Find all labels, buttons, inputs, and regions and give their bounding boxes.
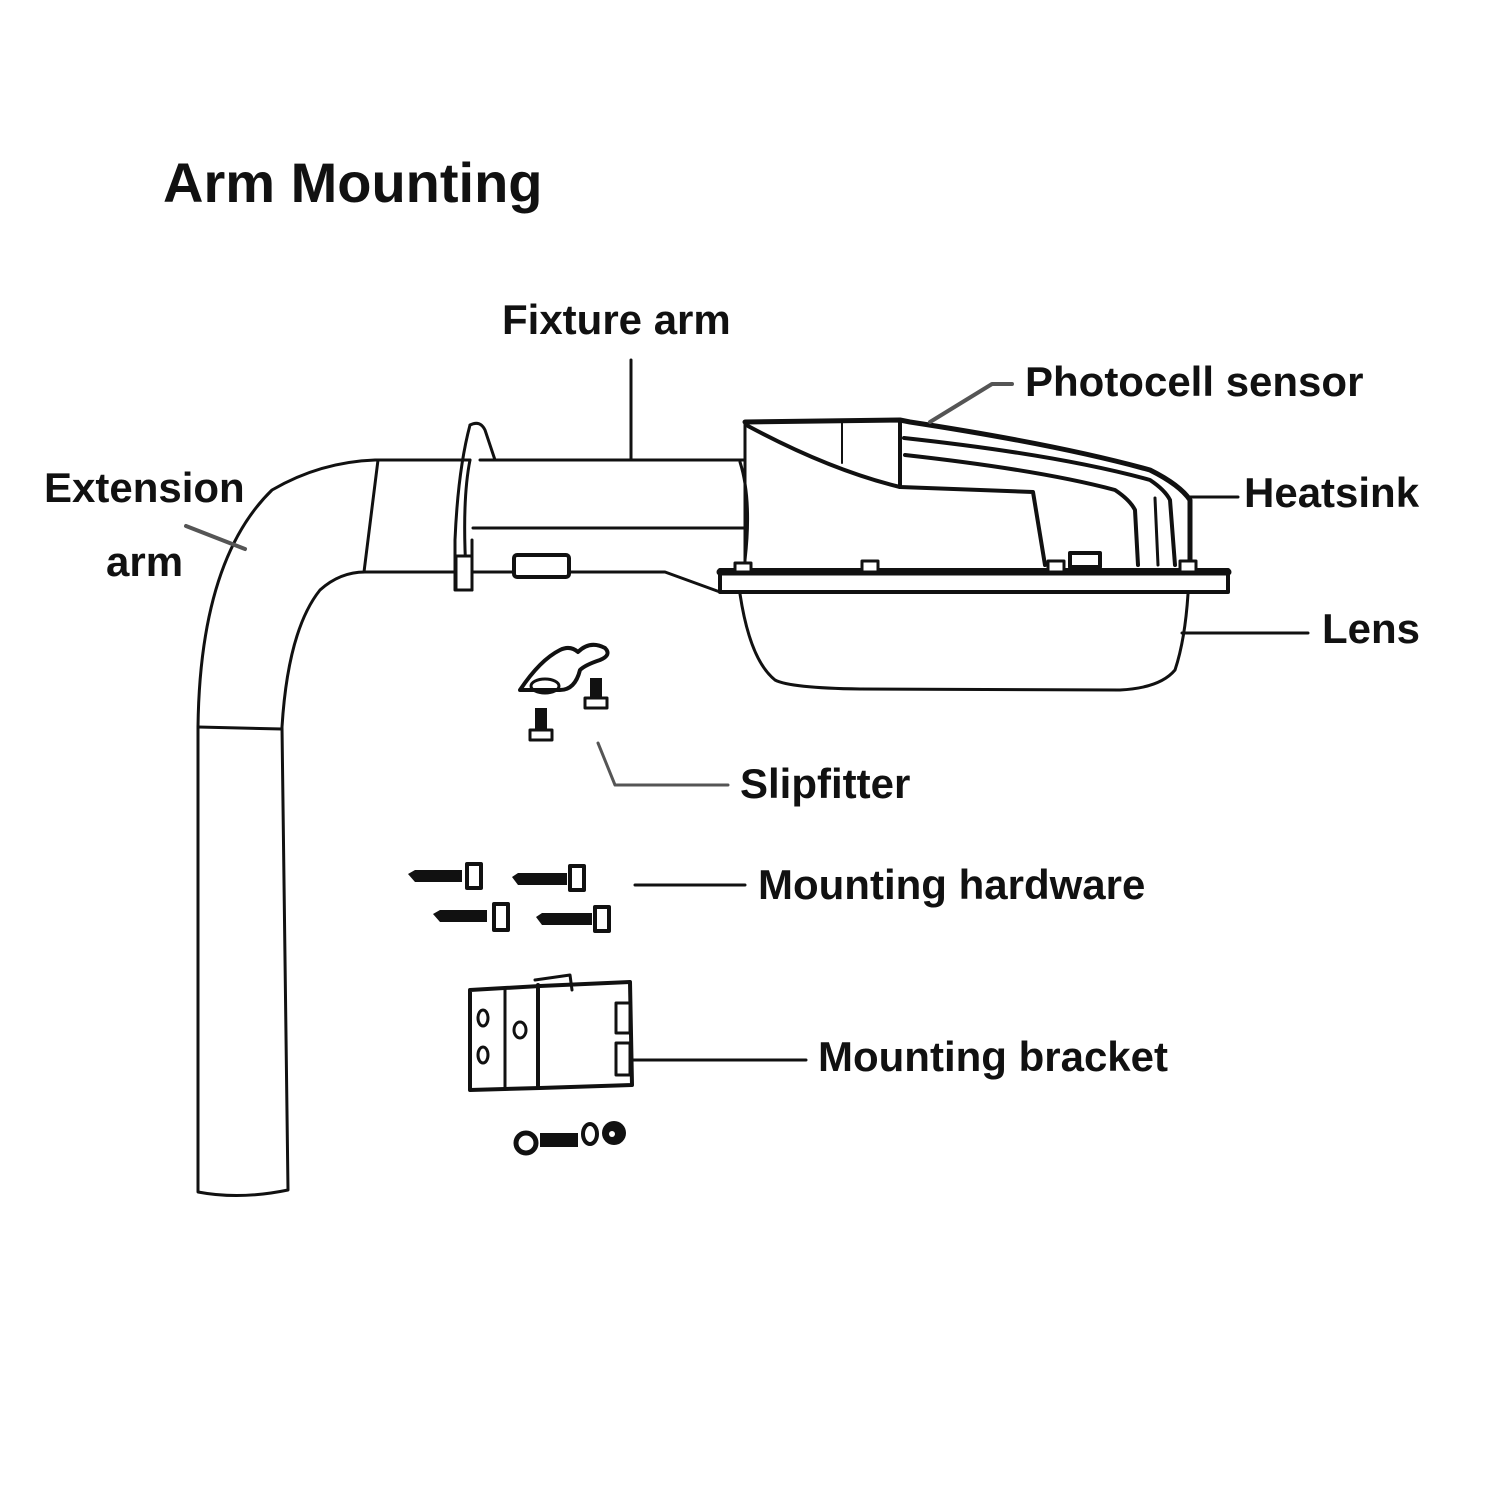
leader-extension-arm xyxy=(184,524,247,551)
label-lens: Lens xyxy=(1322,605,1421,652)
mounting-hardware-screws xyxy=(408,862,611,933)
label-mounting-hardware: Mounting hardware xyxy=(758,861,1146,908)
label-mounting-bracket: Mounting bracket xyxy=(818,1033,1169,1080)
diagram-title: Arm Mounting xyxy=(163,151,543,214)
lens xyxy=(738,592,1190,692)
label-extension-arm-line2: arm xyxy=(106,538,184,585)
fixture-arm xyxy=(453,421,750,594)
mounting-bracket xyxy=(468,973,634,1092)
leader-photocell-sensor xyxy=(928,382,1014,424)
leader-slipfitter xyxy=(596,741,730,787)
fixture-housing xyxy=(716,417,1232,594)
label-photocell-sensor: Photocell sensor xyxy=(1025,358,1364,405)
label-fixture-arm: Fixture arm xyxy=(502,296,731,343)
label-slipfitter: Slipfitter xyxy=(740,760,911,807)
label-extension-arm-line1: Extension xyxy=(44,464,245,511)
slipfitter-parts xyxy=(518,642,610,742)
extension-arm xyxy=(196,458,472,1198)
label-heatsink: Heatsink xyxy=(1244,469,1420,516)
bracket-fastener xyxy=(513,1121,626,1156)
